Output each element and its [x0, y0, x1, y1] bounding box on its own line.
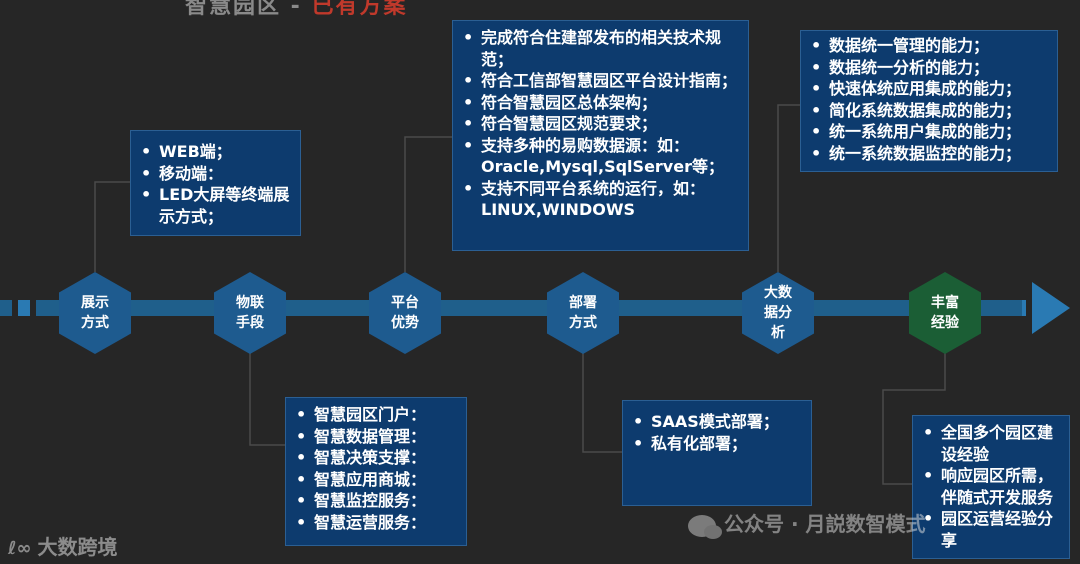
list-item: 支持多种的易购数据源：如：Oracle,Mysql,SqlServer等；	[453, 135, 740, 178]
box-iot: 智慧园区门户： 智慧数据管理： 智慧决策支撑： 智慧应用商城： 智慧监控服务： …	[285, 397, 467, 546]
watermark-logo: ℓ∞大数跨境	[8, 531, 117, 560]
box-platform: 完成符合住建部发布的相关技术规范； 符合工信部智慧园区平台设计指南； 符合智慧园…	[452, 20, 749, 251]
logo-icon: ℓ∞	[8, 538, 32, 559]
list-item: 智慧应用商城：	[286, 469, 466, 491]
wechat-icon	[688, 514, 722, 539]
list-item: 智慧运营服务：	[286, 512, 466, 534]
page-title-suffix: 已有方案	[311, 0, 408, 19]
node-label: 平台 优势	[391, 295, 419, 331]
axis-arrow-icon	[1032, 282, 1070, 334]
node-label: 展示 方式	[81, 295, 109, 331]
box-experience: 全国多个园区建设经验 响应园区所需，伴随式开发服务 园区运营经验分享	[912, 415, 1070, 559]
box-deploy: SAAS模式部署； 私有化部署；	[622, 400, 812, 506]
connector-deploy	[582, 345, 622, 453]
list-item: 符合智慧园区总体架构；	[453, 92, 740, 114]
list-item: 快速体统应用集成的能力；	[801, 78, 1057, 100]
list-item: 智慧园区门户：	[286, 404, 466, 426]
list-item: 响应园区所需，伴随式开发服务	[913, 465, 1065, 508]
list-item: 数据统一管理的能力；	[801, 35, 1057, 57]
watermark-logo-text: 大数跨境	[37, 535, 118, 559]
list-item: 智慧监控服务：	[286, 490, 466, 512]
list-item: 智慧决策支撑：	[286, 447, 466, 469]
list-item: WEB端；	[131, 141, 300, 163]
list-item: 全国多个园区建设经验	[913, 422, 1065, 465]
list-item: 简化系统数据集成的能力；	[801, 100, 1057, 122]
list-item: 园区运营经验分享	[913, 508, 1065, 551]
list-item: 移动端：	[131, 163, 300, 185]
list-item: 完成符合住建部发布的相关技术规范；	[453, 27, 740, 70]
list-item: 智慧数据管理：	[286, 426, 466, 448]
connector-bigdata	[777, 104, 800, 272]
watermark-wechat-text: 公众号 · 月説数智模式	[724, 512, 926, 536]
page-title-prefix: 智慧园区 -	[185, 0, 312, 19]
box-bigdata: 数据统一管理的能力； 数据统一分析的能力； 快速体统应用集成的能力； 简化系统数…	[800, 30, 1058, 172]
list-item: 支持不同平台系统的运行，如：LINUX,WINDOWS	[453, 178, 740, 221]
connector-experience	[882, 345, 946, 485]
list-item: SAAS模式部署；	[623, 411, 811, 433]
list-item: 数据统一分析的能力；	[801, 57, 1057, 79]
list-item: 私有化部署；	[623, 433, 811, 455]
connector-iot	[249, 345, 285, 446]
node-label: 大数 据分 析	[764, 285, 792, 341]
node-label: 丰富 经验	[931, 295, 959, 331]
node-label: 部署 方式	[569, 295, 597, 331]
list-item: LED大屏等终端展示方式；	[131, 184, 300, 227]
watermark-wechat: 公众号 · 月説数智模式	[688, 508, 926, 539]
list-item: 符合智慧园区规范要求；	[453, 113, 740, 135]
connector-display	[94, 181, 130, 272]
list-item: 统一系统数据监控的能力；	[801, 143, 1057, 165]
node-label: 物联 手段	[236, 295, 264, 331]
list-item: 符合工信部智慧园区平台设计指南；	[453, 70, 740, 92]
connector-platform	[404, 136, 452, 272]
page-title: 智慧园区 - 已有方案	[185, 0, 407, 19]
box-display: WEB端； 移动端： LED大屏等终端展示方式；	[130, 130, 301, 236]
list-item: 统一系统用户集成的能力；	[801, 121, 1057, 143]
